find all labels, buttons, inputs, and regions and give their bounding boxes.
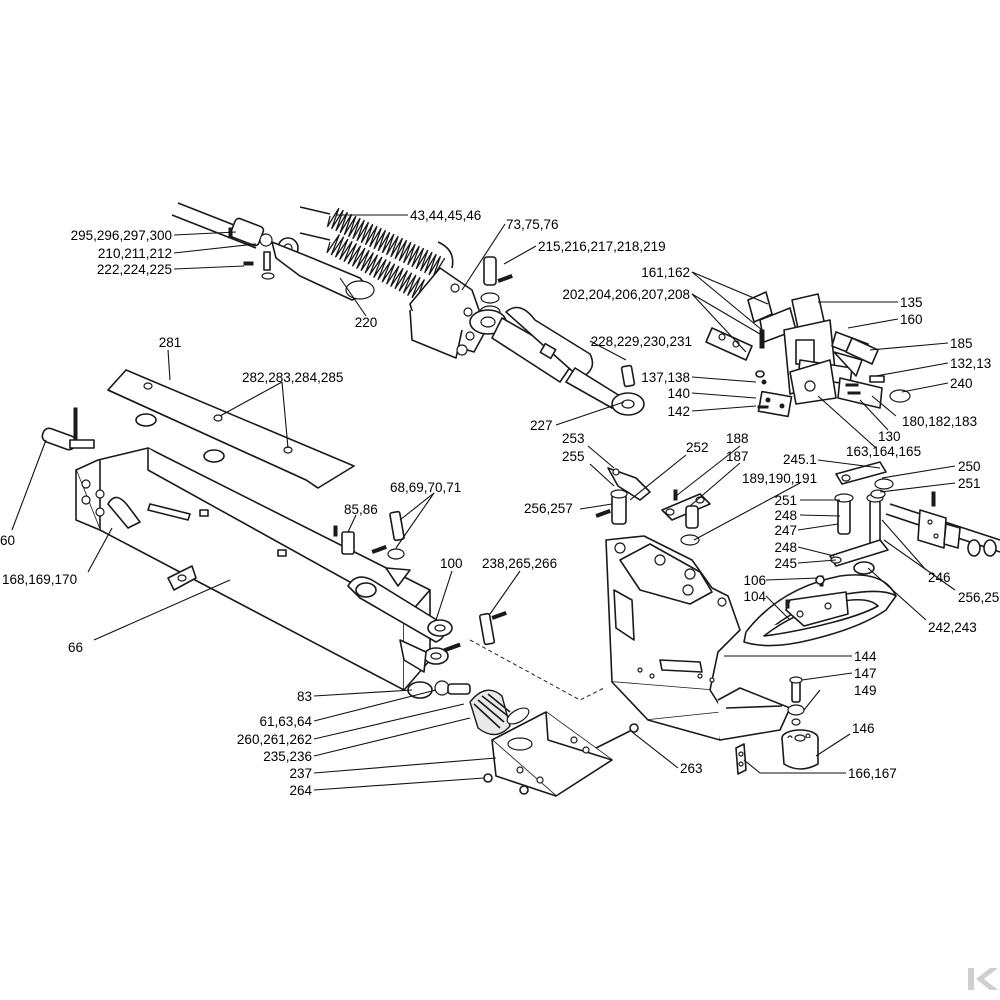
frame-144 bbox=[605, 535, 791, 741]
callout-label: 222,224,225 bbox=[97, 262, 172, 277]
callout-label: 242,243 bbox=[928, 620, 977, 635]
callout-label: 132,13 bbox=[950, 356, 991, 371]
callout-label: 220 bbox=[355, 315, 378, 330]
pin-60 bbox=[41, 407, 95, 451]
pins-247-246 bbox=[815, 461, 894, 585]
callout-label: 253 bbox=[562, 431, 585, 446]
callout-label: 160 bbox=[900, 312, 923, 327]
top-plate-281 bbox=[107, 369, 355, 489]
callout-label: 142 bbox=[667, 404, 690, 419]
callout-label: 130 bbox=[878, 429, 901, 444]
callout-label: 246 bbox=[928, 570, 951, 585]
callout-label: 256,257 bbox=[524, 501, 573, 516]
callout-label: 168,169,170 bbox=[2, 572, 77, 587]
callout-label: 256,257 bbox=[958, 590, 1000, 605]
callout-label: 248 bbox=[774, 508, 797, 523]
callout-label: 251 bbox=[958, 476, 981, 491]
callout-label: 263 bbox=[680, 761, 703, 776]
callout-label: 250 bbox=[958, 459, 981, 474]
k-logo-icon bbox=[968, 968, 998, 990]
callout-label: 137,138 bbox=[641, 370, 690, 385]
bolt-263 bbox=[595, 723, 639, 749]
callout-label: 149 bbox=[854, 683, 877, 698]
callout-label: 66 bbox=[68, 640, 83, 655]
callout-label: 295,296,297,300 bbox=[71, 228, 172, 243]
callout-label: 251 bbox=[774, 493, 797, 508]
callout-label: 227 bbox=[530, 418, 553, 433]
callout-label: 147 bbox=[854, 666, 877, 681]
pivot-146 bbox=[735, 676, 819, 775]
valve-assembly bbox=[705, 291, 911, 418]
hydraulic-cylinder bbox=[469, 306, 645, 416]
callout-label: 83 bbox=[297, 689, 312, 704]
callout-label: 235,236 bbox=[263, 749, 312, 764]
top-link-rod bbox=[171, 202, 375, 301]
callout-label: 61,63,64 bbox=[259, 714, 312, 729]
callout-label: 202,204,206,207,208 bbox=[562, 287, 690, 302]
callout-label: 237 bbox=[289, 766, 312, 781]
spring-bracket bbox=[409, 267, 487, 359]
callout-label: 189,190,191 bbox=[742, 471, 817, 486]
callout-label: 188 bbox=[726, 431, 749, 446]
pins-68-85 bbox=[333, 510, 507, 646]
callout-label: 73,75,76 bbox=[506, 217, 559, 232]
callout-label: 85,86 bbox=[344, 502, 378, 517]
callout-label: 255 bbox=[562, 449, 585, 464]
callout-label: 248 bbox=[774, 540, 797, 555]
leader-lines bbox=[11, 214, 956, 791]
callout-label: 104 bbox=[743, 589, 766, 604]
callout-label: 264 bbox=[289, 783, 312, 798]
callout-label: 247 bbox=[774, 523, 797, 538]
callout-label: 252 bbox=[686, 440, 709, 455]
callout-label: 240 bbox=[950, 376, 973, 391]
callout-label: 215,216,217,218,219 bbox=[538, 239, 666, 254]
link-arm-100 bbox=[347, 567, 461, 673]
callout-label: 260,261,262 bbox=[237, 732, 312, 747]
callout-label: 146 bbox=[852, 721, 875, 736]
callout-labels: 295,296,297,300 210,211,212 222,224,225 … bbox=[0, 208, 1000, 798]
callout-label: 135 bbox=[900, 295, 923, 310]
right-arm bbox=[885, 491, 1000, 557]
link-188 bbox=[661, 489, 711, 546]
callout-label: 60 bbox=[0, 533, 15, 548]
callout-label: 106 bbox=[743, 573, 766, 588]
callout-label: 68,69,70,71 bbox=[390, 480, 461, 495]
callout-label: 210,211,212 bbox=[98, 246, 172, 261]
callout-label: 43,44,45,46 bbox=[410, 208, 481, 223]
callout-label: 100 bbox=[440, 556, 463, 571]
callout-label: 245.1 bbox=[783, 452, 817, 467]
callout-label: 238,265,266 bbox=[482, 556, 557, 571]
callout-label: 161,162 bbox=[641, 265, 690, 280]
bracket-237 bbox=[483, 711, 613, 797]
callout-label: 281 bbox=[159, 335, 182, 350]
callout-label: 166,167 bbox=[848, 766, 897, 781]
arc-plate-104 bbox=[743, 574, 897, 647]
callout-label: 163,164,165 bbox=[846, 444, 921, 459]
callout-label: 140 bbox=[667, 386, 690, 401]
callout-label: 282,283,284,285 bbox=[242, 370, 343, 385]
callout-label: 228,229,230,231 bbox=[591, 334, 692, 349]
callout-label: 144 bbox=[854, 649, 877, 664]
callout-label: 185 bbox=[950, 336, 973, 351]
callout-label: 180,182,183 bbox=[902, 414, 977, 429]
callout-label: 187 bbox=[726, 449, 749, 464]
dashed-guide bbox=[469, 639, 605, 701]
roller-assembly bbox=[407, 680, 530, 736]
callout-label: 245 bbox=[774, 556, 797, 571]
